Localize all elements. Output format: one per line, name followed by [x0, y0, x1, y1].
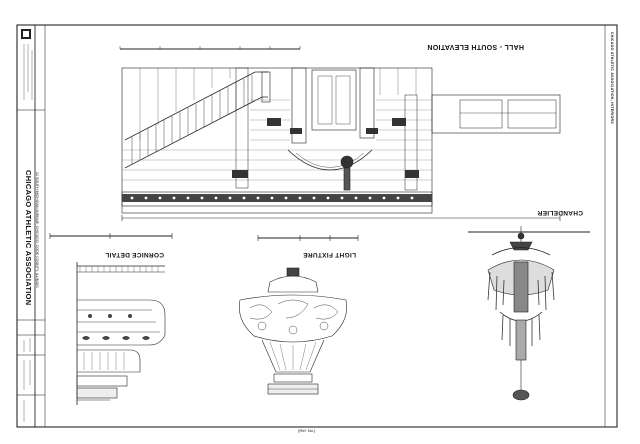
chandelier-title: CHANDELIER — [537, 209, 583, 216]
sheet-title: CHICAGO ATHLETIC ASSOCIATION — [24, 170, 33, 306]
cornice-detail-drawing — [49, 233, 173, 405]
hall-south-elevation — [119, 46, 561, 221]
elevation-title: HALL - SOUTH ELEVATION — [427, 43, 524, 50]
cornice-detail-title: CORNICE DETAIL — [105, 251, 164, 258]
sheet-footer: (Ref. No.) — [298, 428, 316, 433]
sheet-border — [16, 24, 618, 428]
chandelier-drawing — [468, 226, 590, 401]
light-fixture-drawing — [239, 235, 359, 395]
sheet-address: 12 SOUTH MICHIGAN AVENUE, CHICAGO, COOK … — [35, 172, 39, 288]
light-fixture-title: LIGHT FIXTURE — [302, 251, 356, 258]
project-header: CHICAGO ATHLETIC ASSOCIATION, INTERIORS — [610, 32, 614, 125]
